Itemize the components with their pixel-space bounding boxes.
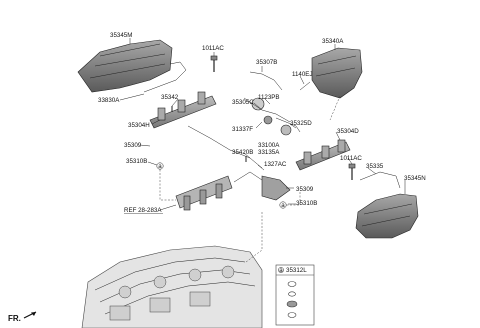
fuel-pump — [187, 71, 301, 169]
label-35345M: 35345M — [110, 32, 132, 39]
label-35305C: 35305C — [232, 99, 254, 106]
label-31337F: 31337F — [232, 126, 253, 133]
front-direction-label: FR. — [8, 314, 21, 323]
injector-harness-right — [261, 175, 291, 201]
label-35310B-right: 35310B — [296, 200, 317, 207]
front-arrow-icon — [23, 311, 37, 319]
label-33830A: 33830A — [98, 97, 120, 104]
label-35304D: 35304D — [337, 128, 359, 135]
engine-cover-35345N — [355, 193, 419, 239]
label-35325D: 35325D — [290, 120, 312, 127]
label-1140EJ: 1140EJ — [292, 71, 313, 78]
label-1011AC-right: 1011AC — [340, 155, 362, 162]
label-1123PB: 1123PB — [258, 94, 280, 101]
fuel-rail-35304D — [295, 139, 351, 171]
label-35340A: 35340A — [322, 38, 344, 45]
callout-letter-left: a — [158, 163, 162, 170]
label-35335: 35335 — [366, 163, 384, 170]
hoses — [143, 61, 401, 189]
ref-label: REF 28-283A — [124, 207, 162, 214]
engine-cover-35345M — [77, 39, 173, 93]
injector-harness-left — [175, 171, 263, 211]
callout-letter-right: a — [281, 202, 285, 209]
callout-circle-left — [156, 162, 164, 170]
label-35309-left: 35309 — [124, 142, 142, 149]
label-35304H: 35304H — [128, 122, 150, 129]
label-35342: 35342 — [161, 94, 179, 101]
seal-kit-box — [275, 264, 315, 326]
label-35312L: 35312L — [286, 267, 307, 274]
label-1327AC: 1327AC — [264, 161, 287, 168]
engine-block — [81, 245, 263, 328]
label-35307B: 35307B — [256, 59, 277, 66]
label-33100A: 33100A — [258, 142, 280, 149]
label-35310B-left: 35310B — [126, 158, 147, 165]
label-1011AC-top: 1011AC — [202, 45, 224, 52]
label-33135A: 33135A — [258, 149, 280, 156]
label-35420B: 35420B — [232, 149, 253, 156]
fuel-rail-35304H — [149, 91, 217, 129]
label-35309-right: 35309 — [296, 186, 314, 193]
leader-lines — [119, 38, 406, 211]
reference-lines — [159, 95, 341, 263]
callout-letter-box: a — [279, 267, 283, 274]
callout-circle-right — [279, 201, 287, 209]
bolts — [171, 55, 356, 180]
label-35345N: 35345N — [404, 175, 426, 182]
engine-cover-35340A — [311, 47, 363, 99]
